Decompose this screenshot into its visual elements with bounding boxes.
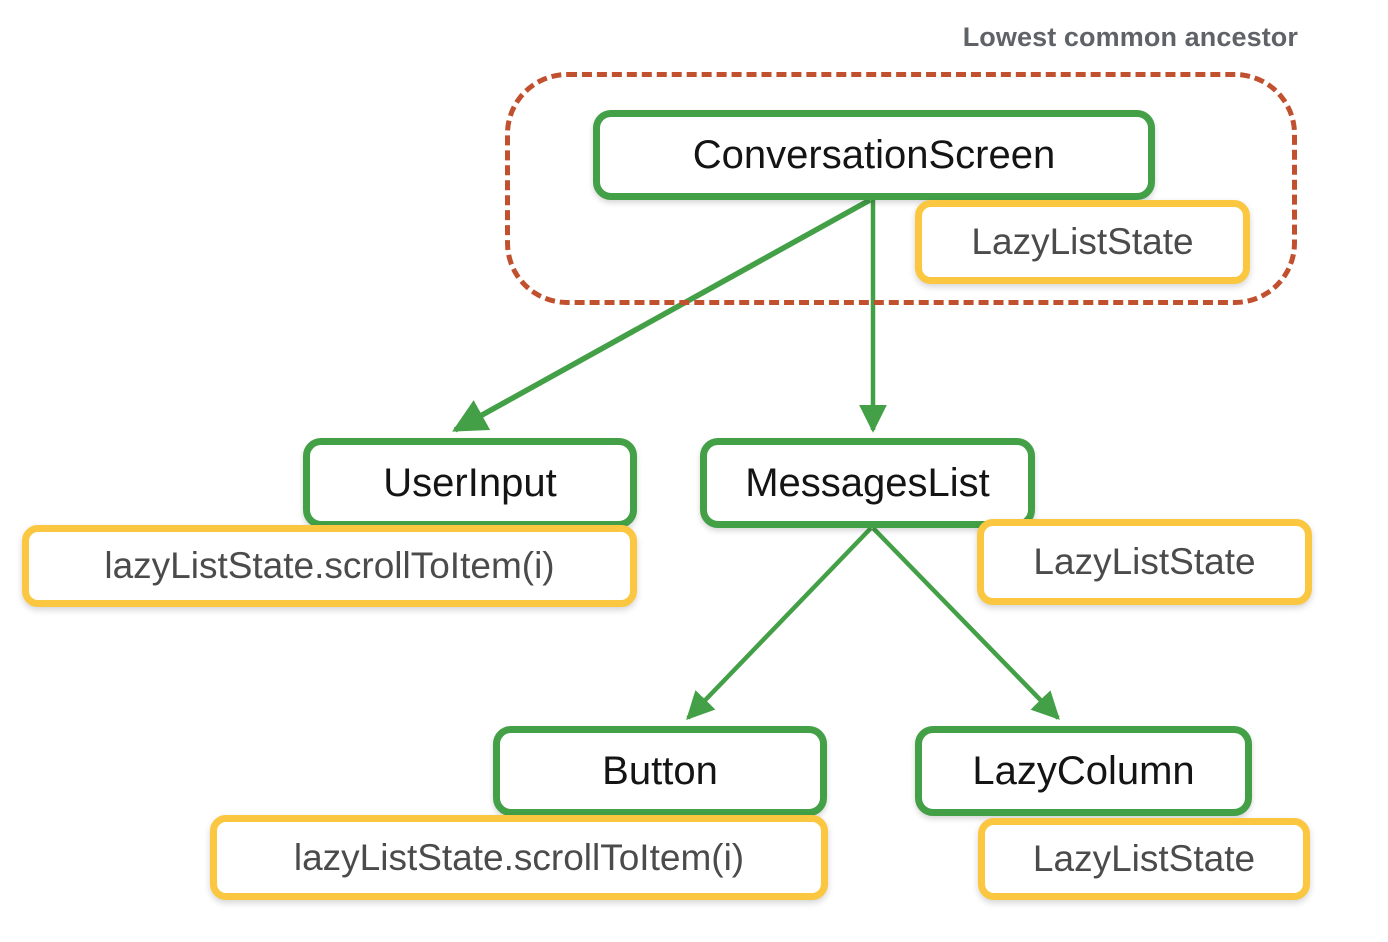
lowest-common-ancestor-region	[505, 72, 1297, 305]
edge-messageslist-button	[686, 526, 873, 720]
node-messages-list[interactable]: MessagesList	[700, 438, 1035, 528]
state-badge-messages-list-label: LazyListState	[1033, 541, 1256, 582]
state-badge-conversation-screen[interactable]: LazyListState	[915, 200, 1250, 284]
node-lazy-column[interactable]: LazyColumn	[915, 726, 1252, 816]
state-badge-user-input-label: lazyListState.scrollToItem(i)	[104, 545, 555, 586]
node-conversation-screen[interactable]: ConversationScreen	[593, 110, 1155, 200]
node-lazy-column-label: LazyColumn	[972, 748, 1195, 793]
node-user-input[interactable]: UserInput	[303, 438, 637, 528]
node-button[interactable]: Button	[493, 726, 827, 816]
node-messages-list-label: MessagesList	[745, 460, 990, 505]
state-badge-button[interactable]: lazyListState.scrollToItem(i)	[210, 815, 828, 900]
lowest-common-ancestor-label: Lowest common ancestor	[962, 22, 1298, 52]
state-badge-conversation-screen-label: LazyListState	[971, 221, 1194, 262]
state-badge-user-input[interactable]: lazyListState.scrollToItem(i)	[22, 525, 637, 607]
state-badge-messages-list[interactable]: LazyListState	[977, 519, 1312, 605]
node-button-label: Button	[602, 748, 718, 793]
state-badge-button-label: lazyListState.scrollToItem(i)	[293, 836, 745, 878]
node-user-input-label: UserInput	[383, 460, 557, 505]
node-conversation-screen-label: ConversationScreen	[692, 132, 1056, 177]
state-badge-lazy-column[interactable]: LazyListState	[978, 818, 1310, 900]
state-badge-lazy-column-label: LazyListState	[1032, 838, 1256, 879]
